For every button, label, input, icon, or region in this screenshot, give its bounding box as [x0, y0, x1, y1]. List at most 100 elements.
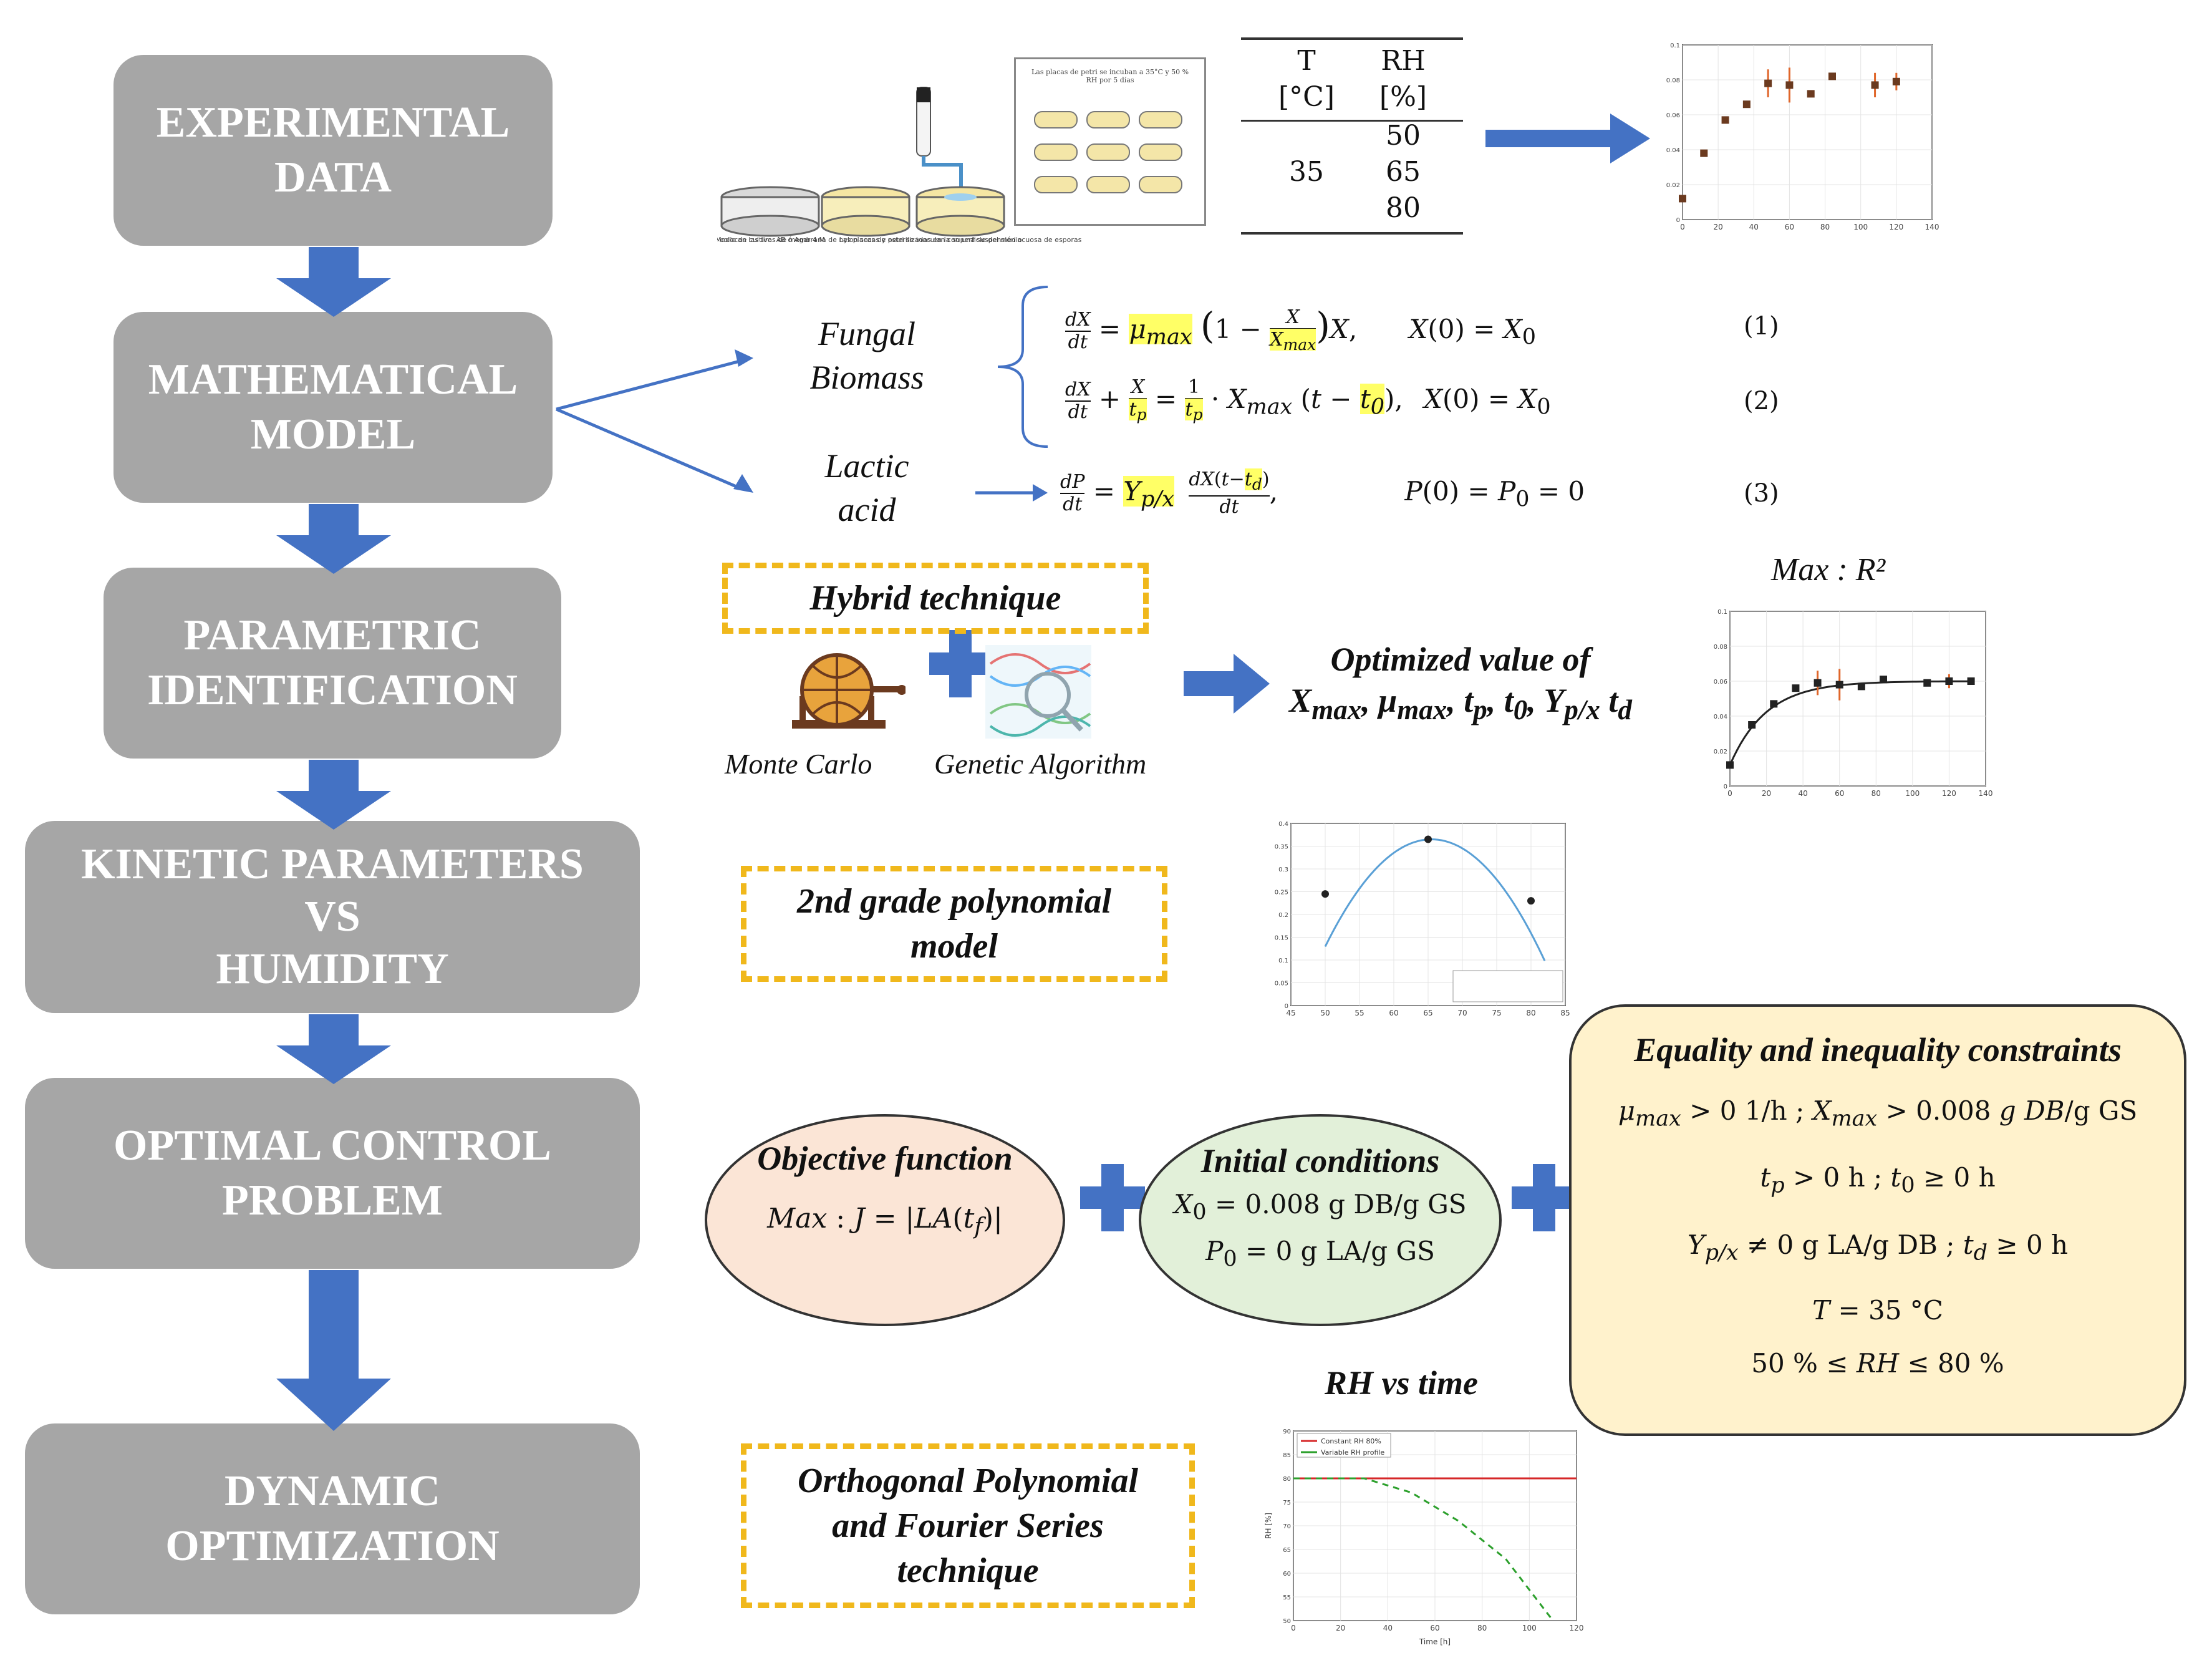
y-tick-label: 0.25 — [1275, 890, 1288, 896]
petri-dish-icon — [915, 186, 1005, 237]
y-tick-label: 0.06 — [1714, 679, 1727, 686]
optimized-values: Optimized value of Xmax, μmax, tp, t0, Y… — [1267, 639, 1654, 730]
data-point — [1721, 116, 1729, 124]
data-point — [1871, 81, 1879, 89]
arrow-head-icon — [733, 474, 753, 493]
legend-entry: Constant RH 80% — [1321, 1437, 1381, 1445]
data-point — [1967, 677, 1975, 685]
x-tick-label: 20 — [1336, 1624, 1345, 1632]
data-point — [1923, 679, 1931, 687]
optimized-label: Optimized value of — [1330, 641, 1591, 678]
step-label: DATA — [274, 153, 392, 201]
y-tick-label: 0.1 — [1278, 958, 1288, 964]
y-tick-label: 0.4 — [1278, 821, 1288, 828]
y-tick-label: 0.02 — [1714, 749, 1727, 755]
legend-box — [1452, 970, 1563, 1002]
monte-carlo-label: Monte Carlo — [725, 748, 872, 780]
y-tick-label: 0.02 — [1666, 182, 1680, 189]
equation-number: (2) — [1744, 387, 1779, 415]
fungal-biomass-label: Fungal Biomass — [792, 312, 942, 399]
data-point — [1892, 77, 1900, 85]
x-tick-label: 40 — [1799, 789, 1808, 798]
y-tick-label: 75 — [1283, 1500, 1291, 1506]
x-tick-label: 85 — [1560, 1009, 1570, 1017]
genetic-algorithm-label: Genetic Algorithm — [934, 748, 1147, 780]
data-point — [1814, 679, 1822, 687]
plus-icon — [929, 630, 992, 697]
y-tick-label: 60 — [1283, 1571, 1291, 1578]
orthogonal-polynomial-box: Orthogonal Polynomial and Fourier Series… — [741, 1443, 1195, 1608]
x-tick-label: 80 — [1820, 223, 1830, 231]
y-tick-label: 0.1 — [1717, 609, 1727, 616]
right-arrow-icon — [1485, 114, 1650, 163]
y-axis-label: RH [%] — [1264, 1513, 1273, 1539]
y-tick-label: 85 — [1283, 1452, 1291, 1459]
monte-carlo-icon — [792, 653, 906, 729]
x-tick-label: 0 — [1727, 789, 1732, 798]
x-tick-label: 60 — [1389, 1009, 1398, 1017]
x-tick-label: 80 — [1872, 789, 1881, 798]
step-optimal-control-problem: OPTIMAL CONTROL PROBLEM — [25, 1078, 640, 1269]
equation-number: (1) — [1744, 312, 1779, 341]
legend-entry: Variable RH profile — [1321, 1448, 1384, 1457]
y-tick-label: 0 — [1285, 1003, 1288, 1010]
down-arrow-icon — [276, 760, 391, 830]
data-point — [1700, 149, 1708, 157]
y-tick-label: 0.08 — [1666, 77, 1680, 84]
step-label: PROBLEM — [222, 1176, 443, 1224]
x-tick-label: 0 — [1291, 1624, 1296, 1632]
temperature-value: 35 — [1289, 156, 1324, 188]
hybrid-technique-label: Hybrid technique — [809, 579, 1061, 618]
down-arrow-icon — [276, 504, 391, 574]
data-point — [1857, 682, 1865, 691]
fungal-label-line: Biomass — [809, 359, 924, 396]
y-tick-label: 0.3 — [1278, 866, 1288, 873]
y-tick-label: 0 — [1724, 783, 1727, 790]
x-tick-label: 120 — [1570, 1624, 1584, 1632]
step-label: KINETIC PARAMETERS — [81, 840, 584, 888]
y-tick-label: 0.04 — [1666, 147, 1680, 154]
lactic-acid-label: Lactic acid — [792, 444, 942, 531]
y-tick-label: 55 — [1283, 1594, 1291, 1601]
initial-x0: X0 = 0.008 g DB/g GS — [1174, 1189, 1467, 1225]
step-label: HUMIDITY — [216, 945, 449, 993]
y-tick-label: 0.06 — [1666, 112, 1680, 119]
x-tick-label: 100 — [1905, 789, 1920, 798]
incubation-tray: Las placas de petri se incuban a 35°C y … — [1014, 57, 1206, 226]
dish-caption: Las placas de petri se inoculan con una … — [839, 236, 1082, 244]
y-tick-label: 0.08 — [1714, 644, 1727, 651]
dish-caption: Se colocan las tiras de membrana de nylo… — [717, 236, 1022, 244]
method-label-line: and Fourier Series — [832, 1506, 1104, 1545]
data-point — [1748, 721, 1756, 729]
down-arrow-icon — [276, 1014, 391, 1084]
method-label-line: technique — [897, 1551, 1039, 1590]
step-label: VS — [304, 893, 360, 941]
x-tick-label: 140 — [1925, 223, 1939, 231]
y-tick-label: 0 — [1676, 217, 1680, 224]
y-tick-label: 80 — [1283, 1476, 1291, 1483]
constraint-line: T = 35 °C — [1812, 1295, 1943, 1326]
x-tick-label: 60 — [1835, 789, 1844, 798]
data-point — [1792, 684, 1800, 692]
constraint-line: 50 % ≤ RH ≤ 80 % — [1751, 1348, 2004, 1379]
objective-title: Objective function — [757, 1140, 1013, 1177]
petri-dish-icon — [821, 186, 910, 237]
petri-dish-illustration: Medio de cultivo: AB ó Agar 4 M Se coloc… — [717, 87, 1082, 244]
x-tick-label: 70 — [1457, 1009, 1467, 1017]
fungal-label-line: Fungal — [818, 315, 915, 352]
step-kinetic-parameters: KINETIC PARAMETERS VS HUMIDITY — [25, 821, 640, 1013]
curly-brace — [997, 286, 1048, 448]
data-point — [1321, 890, 1329, 898]
initial-conditions-ellipse: Initial conditions X0 = 0.008 g DB/g GS … — [1139, 1114, 1502, 1326]
polynomial-model-box: 2nd grade polynomial model — [741, 866, 1167, 982]
initial-p0: P0 = 0 g LA/g GS — [1205, 1236, 1435, 1272]
step-label: IDENTIFICATION — [147, 666, 518, 714]
data-point — [1945, 677, 1953, 685]
plus-icon — [1512, 1164, 1577, 1231]
